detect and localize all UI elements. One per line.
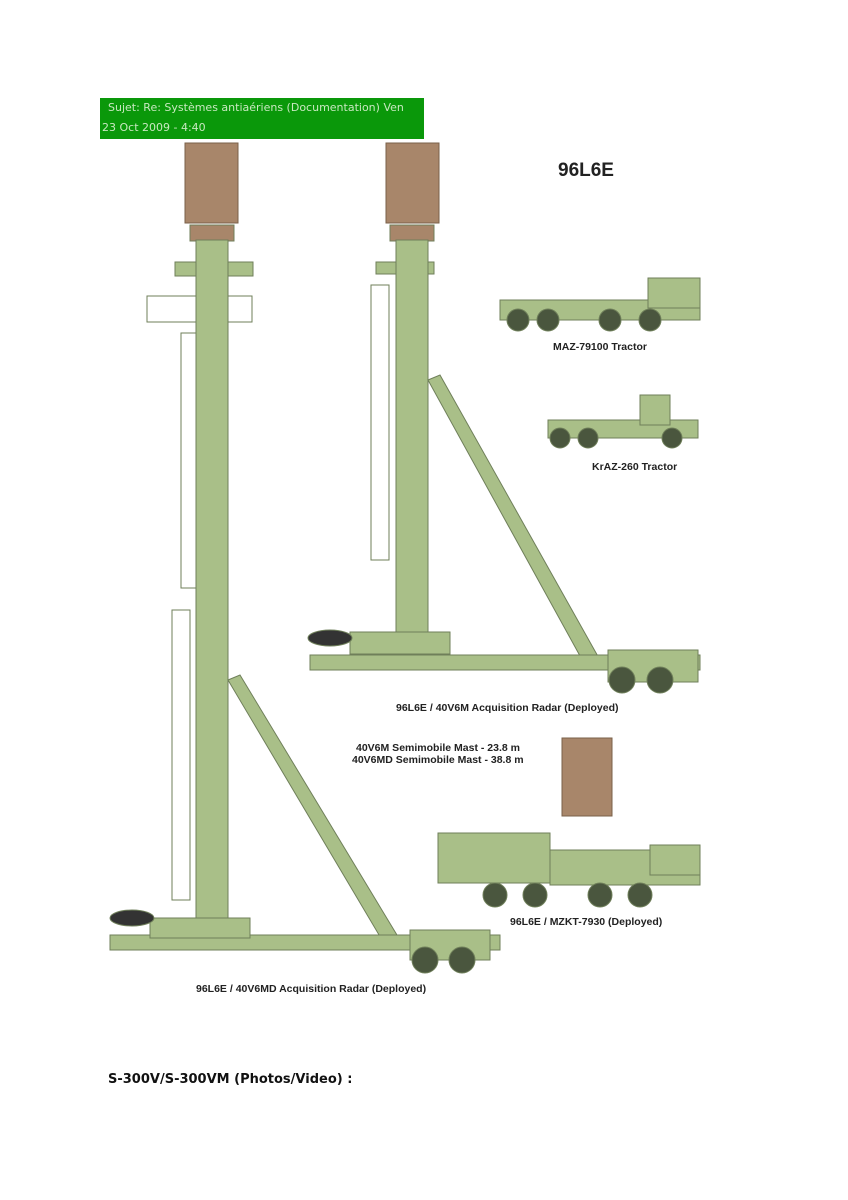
label-mast-2: 40V6MD Semimobile Mast - 38.8 m xyxy=(352,754,524,766)
kraz-260-tractor xyxy=(547,394,699,449)
maz-79100-tractor xyxy=(499,277,701,332)
label-mast-1: 40V6M Semimobile Mast - 23.8 m xyxy=(356,742,520,754)
label-40v6md-deployed: 96L6E / 40V6MD Acquisition Radar (Deploy… xyxy=(196,983,427,995)
forum-post-header: Sujet: Re: Systèmes antiaériens (Documen… xyxy=(100,98,424,139)
mzkt-7930-vehicle xyxy=(437,737,701,908)
radar-antenna-right xyxy=(385,142,440,224)
mast-40v6md xyxy=(109,142,501,974)
post-subject: Sujet: Re: Systèmes antiaériens (Documen… xyxy=(108,101,404,114)
post-date: 23 Oct 2009 - 4:40 xyxy=(102,121,206,134)
mast-40v6m xyxy=(307,142,701,694)
label-mzkt: 96L6E / MZKT-7930 (Deployed) xyxy=(510,916,663,928)
radar-antenna-left xyxy=(184,142,239,224)
label-maz: MAZ-79100 Tractor xyxy=(553,341,647,353)
label-kraz: KrAZ-260 Tractor xyxy=(592,461,678,473)
figure-title: 96L6E xyxy=(558,160,614,181)
label-40v6m-deployed: 96L6E / 40V6M Acquisition Radar (Deploye… xyxy=(396,702,619,714)
section-heading: S-300V/S-300VM (Photos/Video) : xyxy=(108,1072,353,1087)
